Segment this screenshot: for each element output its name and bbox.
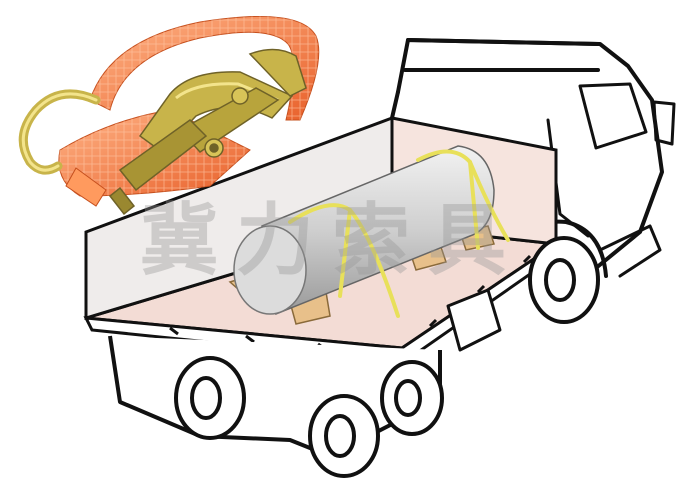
ratchet-strap xyxy=(18,15,320,216)
rear-wheel-left xyxy=(174,356,246,440)
ratchet-buckle xyxy=(108,48,307,216)
truck-chassis xyxy=(108,236,600,478)
fuel-tank xyxy=(446,288,502,352)
rear-wheel-mid xyxy=(308,394,380,478)
tie-down-strap xyxy=(288,149,510,318)
rear-wheel-right xyxy=(380,360,444,436)
cylinder-end-cap xyxy=(233,225,307,315)
front-wheel xyxy=(528,236,600,324)
cab-window xyxy=(578,82,648,150)
side-mirror xyxy=(652,100,676,146)
cargo xyxy=(228,145,510,325)
